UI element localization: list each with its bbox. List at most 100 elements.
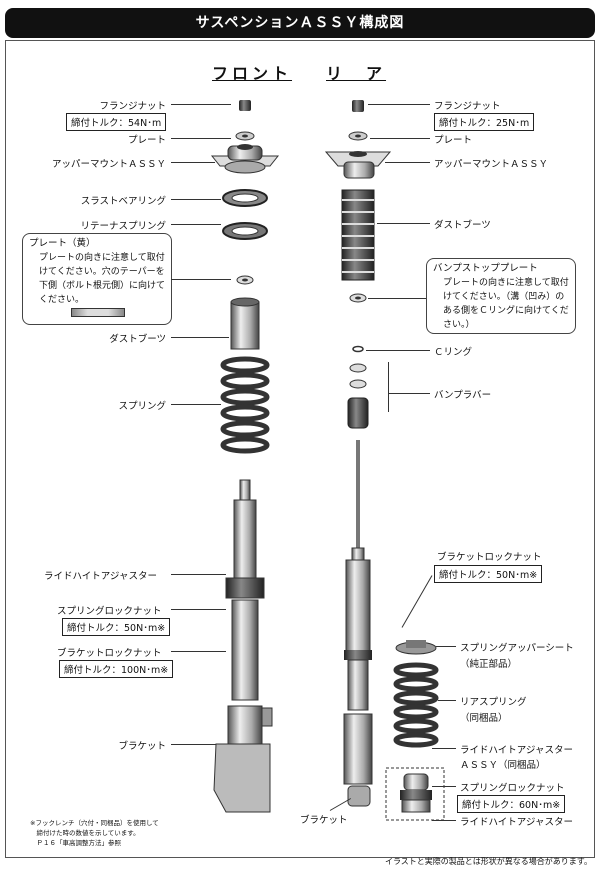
leader-line [171, 138, 231, 139]
front-plate-note-line: けてください。穴のテーパーを [39, 267, 165, 277]
leader-line [171, 651, 226, 652]
rear-spring-sub: （同梱品） [460, 713, 508, 724]
rear-spring-label: リアスプリング [460, 697, 527, 708]
rear-flange-nut-label: フランジナット [434, 101, 501, 112]
front-dust-boot-label: ダストブーツ [109, 334, 166, 345]
rear-bump-plate-line: ある側をＣリングに向けてくだ [443, 306, 569, 316]
rear-spring-lock-torque: 締付トルク：60N･m※ [457, 795, 566, 813]
front-upper-mount [210, 144, 280, 174]
leader-line [432, 748, 456, 749]
rear-bump-plate-note: バンプストッププレート プレートの向きに注意して取付 けてください。（溝（凹み）… [426, 258, 576, 334]
rear-spring-upper-seat-sub: （純正部品） [460, 659, 518, 670]
leader-line [436, 646, 456, 647]
front-upper-mount-label: アッパーマウントＡＳＳＹ [51, 159, 166, 170]
rear-bump-plate-line: けてください。（溝（凹み）の [443, 292, 565, 302]
rear-ride-height-assy-sub: ＡＳＳＹ（同梱品） [460, 760, 546, 771]
rear-ride-height-adjuster-label: ライドハイトアジャスター [460, 817, 573, 828]
leader-line [385, 162, 430, 163]
leader-line [368, 298, 426, 299]
rear-plate-label: プレート [434, 135, 473, 146]
footnote-line: Ｐ１６「車高調整方法」参照 [30, 839, 122, 847]
front-retainer-spring-label: リテーナスプリング [80, 221, 166, 232]
leader-line [171, 104, 231, 105]
front-thrust-bearing-label: スラストベアリング [80, 196, 166, 207]
front-spring-lock-nut-label: スプリングロックナット [57, 606, 162, 617]
torque-footnote: ※フックレンチ（穴付・同梱品）を使用して 締付けた時の数値を示しています。 Ｐ１… [30, 818, 159, 848]
bracket-line [388, 362, 389, 412]
rear-ride-height-assy [385, 767, 445, 821]
rear-flange-nut [352, 100, 364, 112]
page-title: サスペンションＡＳＳＹ構成図 [5, 8, 595, 38]
rear-bump-plate-title: バンプストッププレート [433, 263, 538, 274]
front-damper [213, 479, 273, 813]
leader-line [171, 279, 231, 280]
rear-upper-mount [324, 151, 392, 179]
diagram-frame [5, 40, 595, 858]
front-dust-boot [230, 297, 260, 350]
rear-bump-rubber [347, 363, 369, 429]
front-flange-torque: 締付トルク：54N･m [66, 113, 167, 131]
front-bracket-lock-torque: 締付トルク：100N･m※ [59, 660, 174, 678]
rear-bracket-lock-nut-label: ブラケットロックナット [437, 552, 542, 563]
rear-bracket-lock-torque: 締付トルク：50N･m※ [434, 565, 543, 583]
leader-line [171, 404, 221, 405]
leader-line [171, 609, 226, 610]
front-plate-note-line: プレートの向きに注意して取付 [39, 253, 165, 263]
leader-line [432, 820, 456, 821]
front-plate [235, 131, 255, 141]
rear-bump-plate-line: さい。） [443, 320, 475, 330]
leader-line [171, 199, 221, 200]
rear-upper-mount-label: アッパーマウントＡＳＳＹ [434, 159, 549, 170]
rear-bracket-label: ブラケット [300, 815, 348, 826]
front-flange-nut [239, 100, 251, 111]
leader-line [377, 223, 430, 224]
rear-heading: リ ア [326, 64, 387, 83]
front-bracket-lock-nut-label: ブラケットロックナット [57, 648, 162, 659]
leader-line [171, 162, 215, 163]
front-thrust-bearing [222, 189, 268, 207]
leader-line [171, 744, 216, 745]
front-flange-nut-label: フランジナット [99, 101, 166, 112]
rear-plate [348, 131, 368, 141]
front-plate-note-title: プレート（黄） [29, 238, 96, 249]
tapered-plate-icon [71, 308, 125, 317]
rear-c-ring-label: Ｃリング [434, 347, 473, 358]
leader-line [388, 393, 430, 394]
rear-spring-upper-seat-label: スプリングアッパーシート [460, 643, 574, 654]
rear-ride-height-assy-label: ライドハイトアジャスター [460, 745, 573, 756]
rear-bump-plate [349, 293, 367, 303]
disclaimer: イラストと実際の製品とは形状が異なる場合があります。 [384, 857, 592, 866]
front-heading: フロント [212, 64, 293, 83]
front-spring-label: スプリング [118, 401, 166, 412]
front-bracket-label: ブラケット [118, 741, 166, 752]
front-plate-label: プレート [127, 135, 166, 146]
leader-line [366, 350, 430, 351]
front-spring-lock-torque: 締付トルク：50N･m※ [62, 618, 171, 636]
leader-line [171, 224, 221, 225]
footnote-line: ※フックレンチ（穴付・同梱品）を使用して [30, 819, 159, 827]
leader-line [370, 138, 430, 139]
leader-line [432, 786, 456, 787]
rear-dust-boot [341, 189, 375, 281]
rear-spring-upper-seat [395, 640, 437, 655]
leader-line [438, 700, 456, 701]
front-yellow-plate [236, 275, 254, 285]
rear-dust-boot-label: ダストブーツ [434, 220, 491, 231]
front-plate-note: プレート（黄） プレートの向きに注意して取付 けてください。穴のテーパーを 下側… [22, 233, 172, 325]
leader-line [368, 104, 430, 105]
rear-flange-torque: 締付トルク：25N･m [434, 113, 535, 131]
rear-damper [343, 440, 373, 807]
footnote-line: 締付けた時の数値を示しています。 [30, 829, 140, 837]
rear-bump-plate-line: プレートの向きに注意して取付 [443, 278, 569, 288]
rear-spring [393, 662, 439, 748]
rear-bump-rubber-label: バンプラバー [434, 390, 492, 401]
leader-line [171, 337, 229, 338]
rear-spring-lock-nut-label: スプリングロックナット [460, 783, 565, 794]
front-spring [220, 356, 270, 454]
front-ride-height-label: ライドハイトアジャスター [44, 571, 157, 582]
front-plate-note-line: ください。 [39, 295, 85, 305]
front-retainer-spring [222, 222, 268, 240]
rear-c-ring [352, 345, 364, 353]
front-plate-note-line: 下側（ボルト根元側）に向けて [39, 281, 166, 291]
